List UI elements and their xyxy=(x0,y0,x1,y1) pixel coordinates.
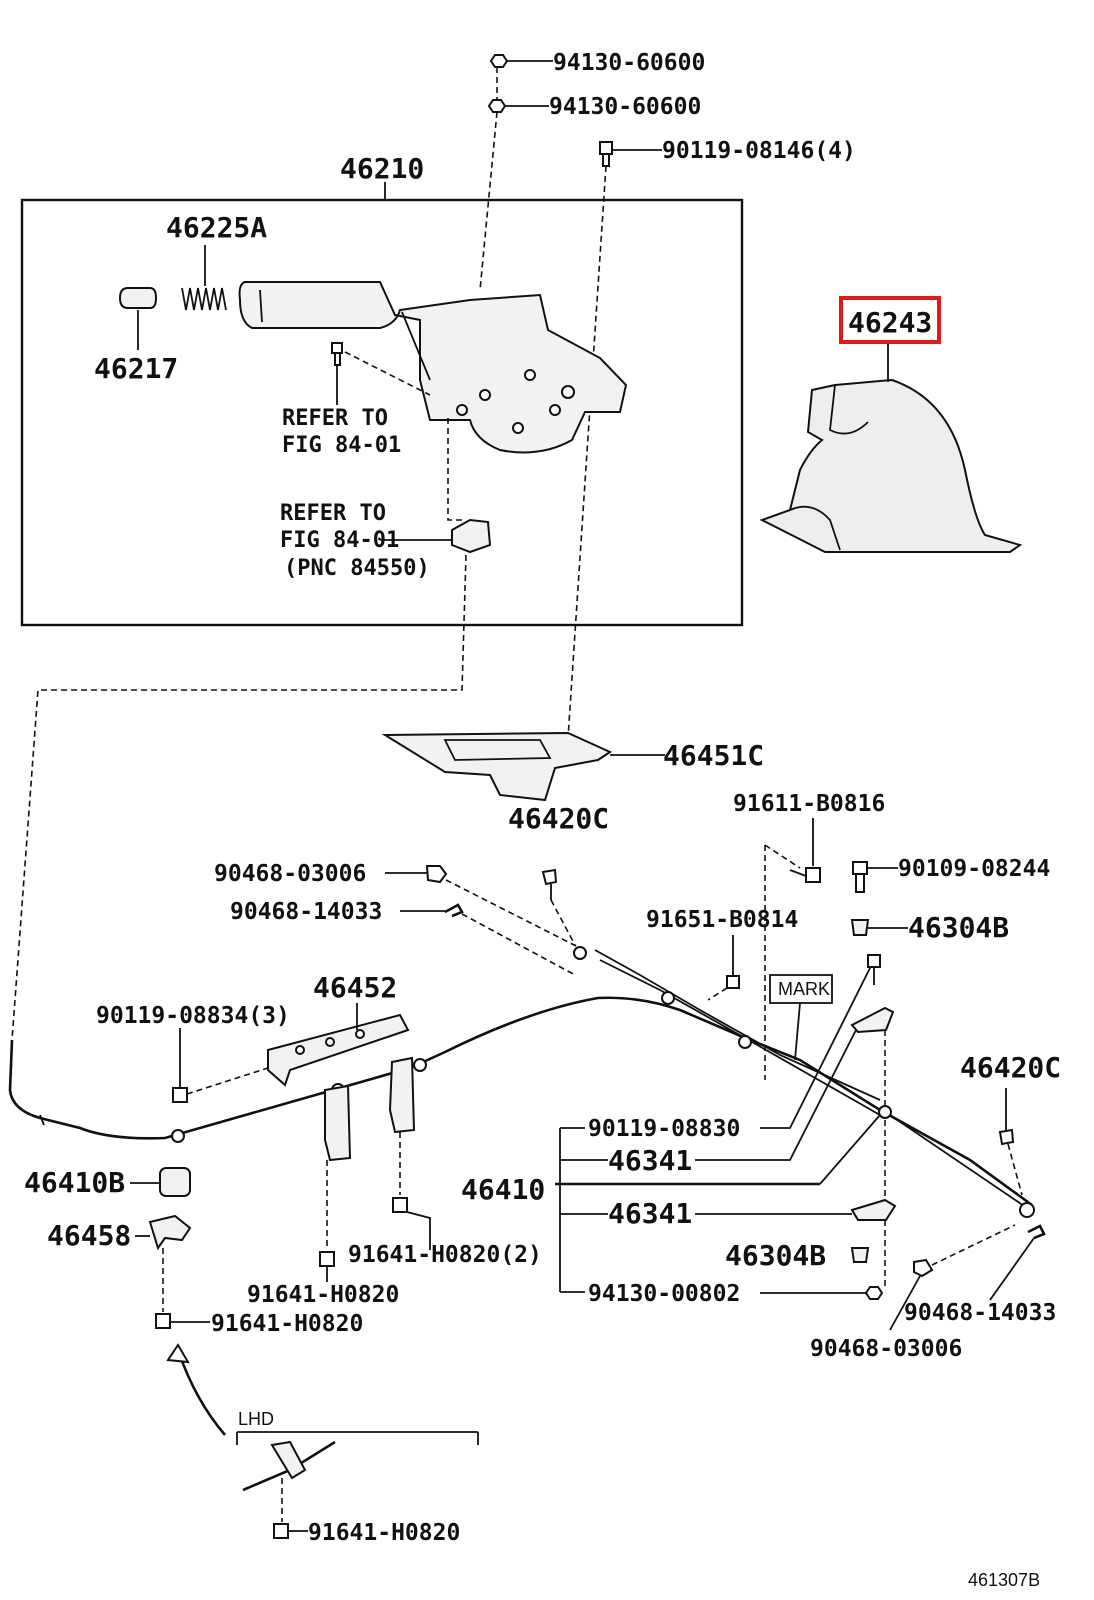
bolt-90109-08244[interactable] xyxy=(852,861,898,893)
nut-94130-60600-lower[interactable] xyxy=(487,99,549,113)
label-90119-08146: 90119-08146(4) xyxy=(662,138,856,164)
label-46304B-bottom: 46304B xyxy=(725,1239,826,1272)
leader-nuts-to-lever xyxy=(479,67,498,291)
label-91611-B0816: 91611-B0816 xyxy=(733,791,885,817)
label-90119-08830: 90119-08830 xyxy=(588,1116,740,1142)
bolt-91651-B0814[interactable] xyxy=(707,935,740,1001)
bolt-90119-08834[interactable] xyxy=(172,1028,269,1103)
bolt-46420C-right[interactable] xyxy=(998,1088,1023,1196)
nut-94130-60600-upper[interactable] xyxy=(489,54,553,68)
bolt-91611-B0816[interactable] xyxy=(789,818,821,883)
label-fig-84-01-2: FIG 84-01 xyxy=(280,528,399,553)
bolt-90119-08146[interactable] xyxy=(599,141,662,167)
clamp-46458[interactable] xyxy=(135,1214,192,1251)
label-46210: 46210 xyxy=(340,152,424,185)
label-94130-60600-upper: 94130-60600 xyxy=(553,50,705,76)
label-46410: 46410 xyxy=(461,1173,545,1206)
label-46304B-top: 46304B xyxy=(908,911,1009,944)
bracket-46452[interactable] xyxy=(267,1003,410,1087)
bolt-91641-H0820-2[interactable] xyxy=(392,1197,431,1250)
leader-46410-tree xyxy=(555,1114,881,1293)
bolt-91641-H0820-mid[interactable] xyxy=(319,1251,335,1282)
label-46341-upper: 46341 xyxy=(608,1144,692,1177)
label-90468-03006-top: 90468-03006 xyxy=(214,861,366,887)
label-mark: MARK xyxy=(778,979,830,999)
leader-bolt-to-bracket xyxy=(567,165,607,739)
label-pnc-84550: (PNC 84550) xyxy=(284,556,430,581)
switch-refer-fig-84-01[interactable] xyxy=(380,518,492,554)
console-boot-46243[interactable] xyxy=(759,343,1023,553)
figure-number: 461307B xyxy=(968,1570,1040,1590)
label-46217: 46217 xyxy=(94,352,178,385)
parking-brake-lever[interactable] xyxy=(238,281,628,454)
label-46420C-top: 46420C xyxy=(508,802,609,835)
label-46410B: 46410B xyxy=(24,1166,125,1199)
label-91641-H0820-left: 91641-H0820 xyxy=(211,1311,363,1337)
label-fig-84-01-1: FIG 84-01 xyxy=(282,433,401,458)
label-90468-03006-bottom: 90468-03006 xyxy=(810,1336,962,1362)
label-90119-08834: 90119-08834(3) xyxy=(96,1003,290,1029)
clip-90468-03006-bottom[interactable] xyxy=(889,1224,1016,1331)
label-91641-H0820-lhd: 91641-H0820 xyxy=(308,1520,460,1546)
bolt-refer-fig-84-01[interactable] xyxy=(331,342,431,405)
mark-callout xyxy=(769,974,833,1061)
clip-90468-03006-top[interactable] xyxy=(385,865,581,949)
grommet-46304B-top[interactable] xyxy=(850,919,908,936)
leader-lower-bolts xyxy=(326,1132,401,1250)
label-46452: 46452 xyxy=(313,971,397,1004)
label-90468-14033-bottom: 90468-14033 xyxy=(904,1300,1056,1326)
leader-switch xyxy=(11,418,467,1041)
bracket-46341-upper[interactable] xyxy=(695,1006,895,1161)
label-46458: 46458 xyxy=(47,1219,131,1252)
bracket-46451C[interactable] xyxy=(381,731,665,802)
bushing-46410B[interactable] xyxy=(130,1167,191,1197)
label-91641-H0820-mid: 91641-H0820 xyxy=(247,1282,399,1308)
label-46225A: 46225A xyxy=(166,211,267,244)
lever-assembly-frame xyxy=(20,198,744,627)
bolt-91641-H0820-left[interactable] xyxy=(155,1313,210,1329)
label-lhd: LHD xyxy=(238,1409,274,1429)
label-46451C: 46451C xyxy=(663,739,764,772)
clip-90468-14033-top[interactable] xyxy=(400,903,576,976)
cable-brackets-lower[interactable] xyxy=(324,1056,416,1162)
label-94130-60600-lower: 94130-60600 xyxy=(549,94,701,120)
spring-46225A[interactable] xyxy=(181,245,227,311)
bolt-46420C-top[interactable] xyxy=(541,868,576,946)
label-91641-H0820-2: 91641-H0820(2) xyxy=(348,1242,542,1268)
lhd-inset xyxy=(166,1343,479,1539)
label-46341-lower: 46341 xyxy=(608,1197,692,1230)
label-refer-to-1: REFER TO xyxy=(282,406,388,431)
label-91651-B0814: 91651-B0814 xyxy=(646,907,798,933)
label-refer-to-2: REFER TO xyxy=(280,501,386,526)
highlight-box-46243 xyxy=(839,296,941,344)
grommet-46304B-bottom[interactable] xyxy=(850,1247,870,1263)
label-90468-14033-top: 90468-14033 xyxy=(230,899,382,925)
label-90109-08244: 90109-08244 xyxy=(898,856,1050,882)
bolt-90119-08830[interactable] xyxy=(760,954,881,1129)
nut-94130-00802[interactable] xyxy=(760,1286,884,1300)
label-46243[interactable]: 46243 xyxy=(848,306,932,339)
lever-knob-46217[interactable] xyxy=(118,287,158,350)
leader-91611-to-cable xyxy=(764,844,801,1080)
bracket-46341-lower[interactable] xyxy=(695,1198,897,1221)
label-46420C-right: 46420C xyxy=(960,1051,1061,1084)
label-94130-00802: 94130-00802 xyxy=(588,1281,740,1307)
clip-90468-14033-bottom[interactable] xyxy=(989,1224,1046,1301)
